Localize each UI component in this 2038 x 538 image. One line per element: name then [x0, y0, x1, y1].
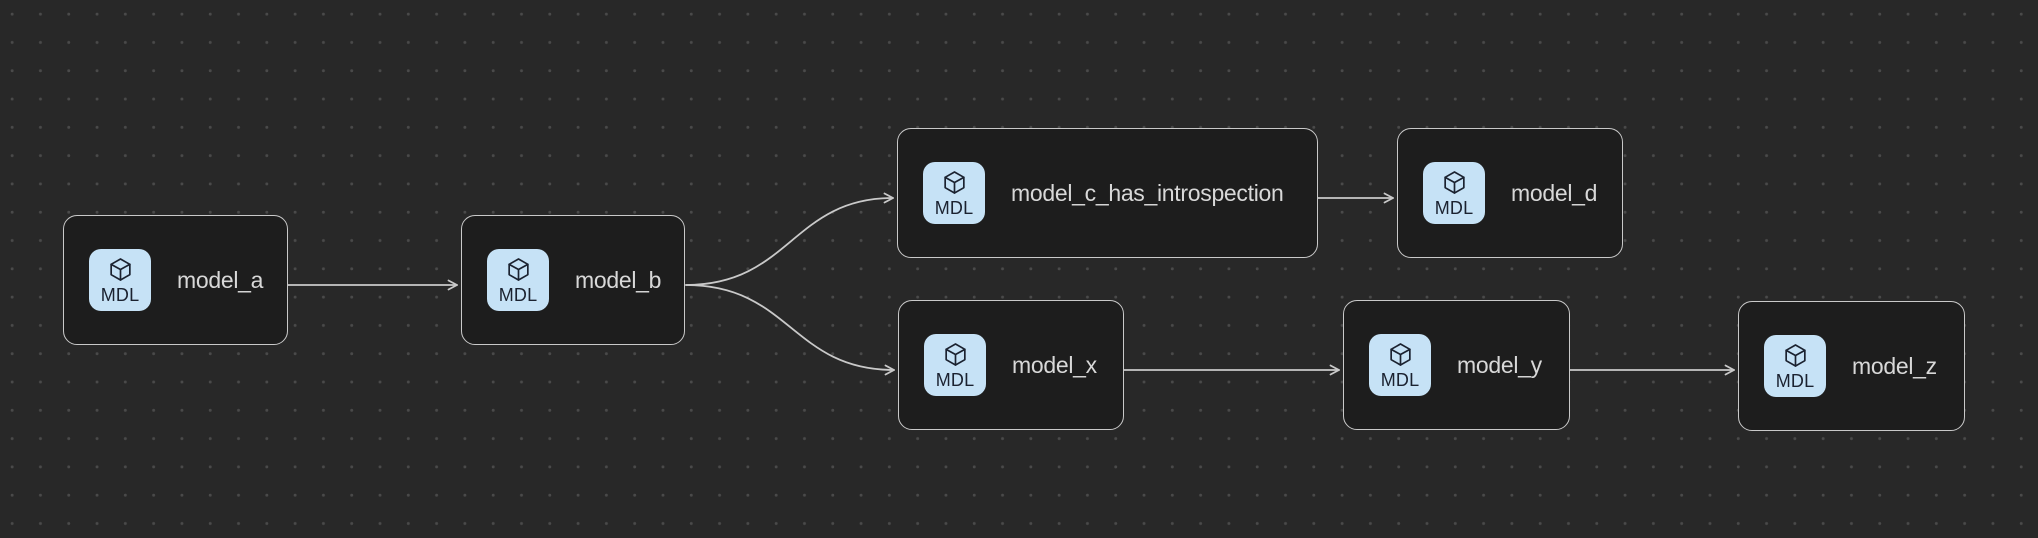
badge-label: MDL — [100, 285, 140, 305]
node-label: model_x — [1012, 351, 1097, 378]
model-type-badge: MDL — [1764, 335, 1826, 397]
cube-icon — [1443, 171, 1465, 194]
cube-icon — [944, 343, 966, 366]
edge-model_b-model_x — [685, 284, 895, 376]
model-type-badge: MDL — [487, 249, 549, 311]
node-label: model_y — [1457, 351, 1542, 378]
model-type-badge: MDL — [89, 249, 151, 311]
cube-icon — [1389, 343, 1411, 366]
model-type-badge: MDL — [924, 334, 986, 396]
node-model_c_has_introspection[interactable]: MDL model_c_has_introspection — [897, 128, 1318, 258]
node-label: model_b — [575, 266, 662, 293]
cube-icon — [109, 258, 131, 281]
node-model_a[interactable]: MDL model_a — [63, 215, 288, 345]
node-label: model_c_has_introspection — [1011, 179, 1284, 206]
node-label: model_a — [177, 266, 264, 293]
node-model_y[interactable]: MDL model_y — [1343, 300, 1570, 430]
edge-model_b-model_c_has_introspection — [685, 192, 894, 286]
node-model_x[interactable]: MDL model_x — [898, 300, 1124, 430]
badge-label: MDL — [498, 285, 538, 305]
node-label: model_z — [1852, 352, 1937, 379]
model-type-badge: MDL — [1423, 162, 1485, 224]
badge-label: MDL — [934, 198, 974, 218]
badge-label: MDL — [1380, 370, 1420, 390]
model-type-badge: MDL — [923, 162, 985, 224]
model-type-badge: MDL — [1369, 334, 1431, 396]
badge-label: MDL — [1434, 198, 1474, 218]
node-label: model_d — [1511, 179, 1598, 206]
badge-label: MDL — [1775, 371, 1815, 391]
badge-label: MDL — [935, 370, 975, 390]
cube-icon — [943, 171, 965, 194]
node-model_z[interactable]: MDL model_z — [1738, 301, 1965, 431]
node-model_d[interactable]: MDL model_d — [1397, 128, 1623, 258]
cube-icon — [1784, 344, 1806, 367]
cube-icon — [507, 258, 529, 281]
node-model_b[interactable]: MDL model_b — [461, 215, 685, 345]
